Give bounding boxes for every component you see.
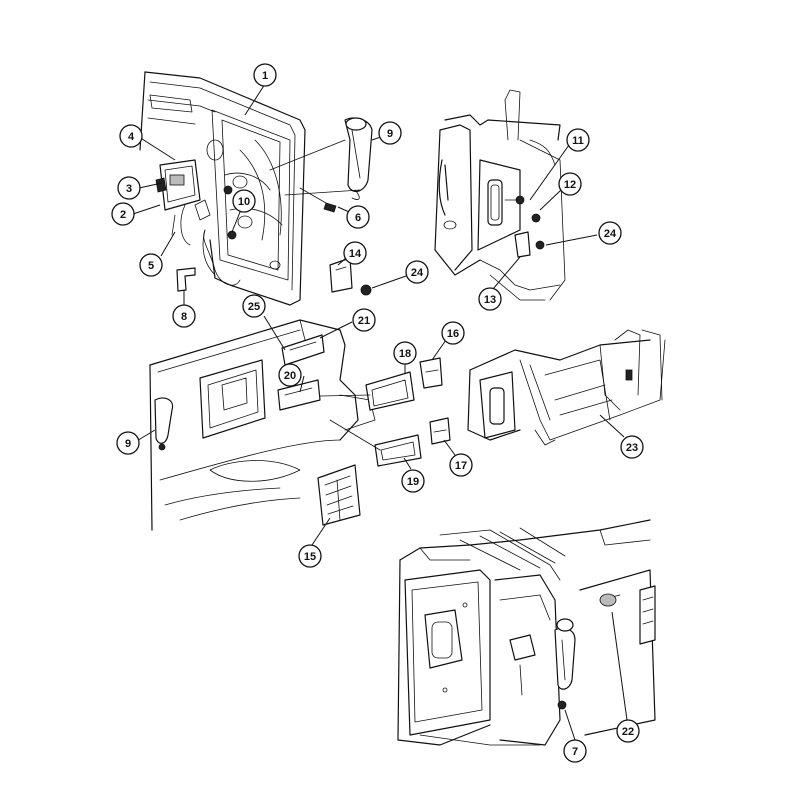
callout-label: 5 [148,260,154,272]
callout-label: 19 [407,476,419,488]
callout-label: 24 [604,228,617,240]
callout-label: 24 [411,267,424,279]
callout-label: 14 [349,248,362,260]
callout-label: 8 [181,311,187,323]
callout-label: 20 [284,370,296,382]
callout-15: 15 [298,544,322,568]
callout-label: 18 [399,348,411,360]
callout-label: 16 [447,328,459,340]
rear-three-quarter-view [397,519,656,746]
callout-7: 7 [563,739,587,763]
callout-24-lower: 24 [405,260,429,284]
callout-label: 7 [572,746,578,758]
callout-9-lower: 9 [116,431,140,455]
callout-5: 5 [139,253,163,277]
callout-label: 10 [238,196,250,208]
callout-18: 18 [393,341,417,365]
tailgate-inner-view [139,71,373,306]
callout-4: 4 [119,124,143,148]
callout-14: 14 [343,241,367,265]
striker-parts [319,357,451,467]
callout-1: 1 [253,63,277,87]
callout-label: 2 [120,209,126,221]
callout-25: 25 [242,294,266,318]
callout-label: 13 [484,294,496,306]
callout-11: 11 [566,128,590,152]
callout-label: 15 [304,551,316,563]
callout-24-upper: 24 [598,221,622,245]
callout-19: 19 [401,469,425,493]
callout-22: 22 [616,719,640,743]
callout-9-upper: 9 [378,121,402,145]
callout-label: 12 [564,179,576,191]
callout-8: 8 [172,304,196,328]
callout-20: 20 [278,363,302,387]
callout-label: 22 [622,726,634,738]
callout-label: 17 [455,460,467,472]
callout-label: 25 [248,301,260,313]
callout-12: 12 [558,172,582,196]
callout-16: 16 [441,321,465,345]
callout-6: 6 [346,205,370,229]
callout-17: 17 [449,453,473,477]
body-rear-view [149,319,376,531]
callout-label: 11 [572,135,584,147]
callout-label: 3 [126,183,132,195]
callout-label: 1 [262,70,268,82]
callout-3: 3 [117,176,141,200]
callout-21: 21 [352,308,376,332]
callout-label: 23 [626,442,638,454]
callout-23: 23 [620,435,644,459]
rear-corner-view [434,89,566,301]
callout-2: 2 [111,202,135,226]
cargo-liner-view [467,329,666,446]
callout-label: 4 [128,131,135,143]
callout-label: 6 [355,212,361,224]
callout-10: 10 [232,189,256,213]
callout-label: 9 [125,438,131,450]
callout-label: 21 [358,315,370,327]
callout-13: 13 [478,287,502,311]
callout-label: 9 [387,128,393,140]
